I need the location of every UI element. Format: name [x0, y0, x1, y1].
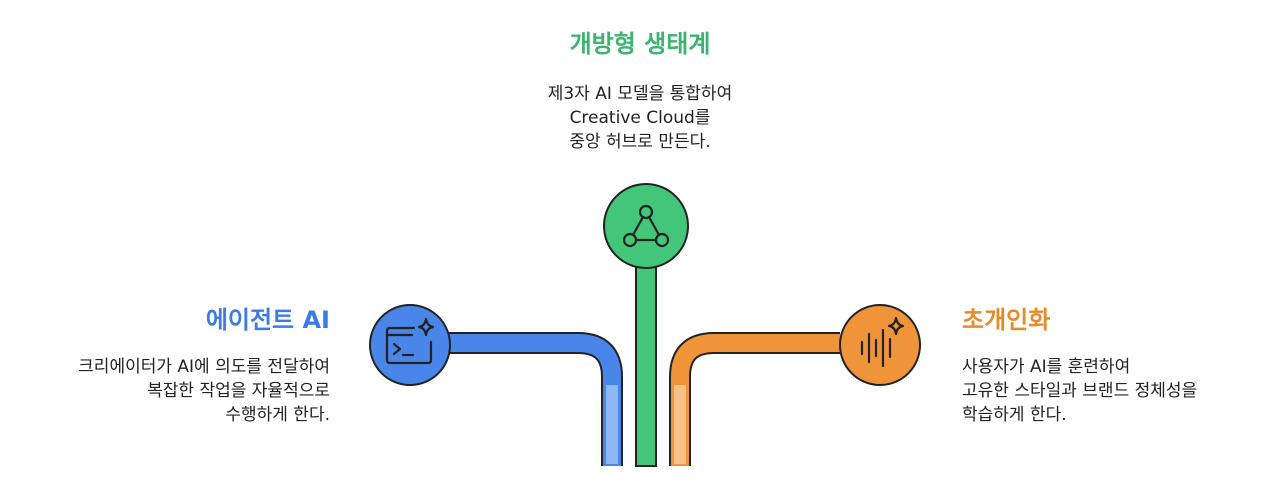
left-description: 크리에이터가 AI에 의도를 전달하여 복잡한 작업을 자율적으로 수행하게 한… [0, 355, 330, 427]
right-description-line: 학습하게 한다. [962, 405, 1067, 425]
center-node-circle [603, 183, 689, 269]
center-description: 제3자 AI 모델을 통합하여 Creative Cloud를 중앙 허브로 만… [440, 82, 840, 154]
terminal-sparkle-icon [385, 317, 435, 365]
center-connector [635, 261, 657, 467]
soundwave-sparkle-icon [860, 316, 905, 368]
left-description-line: 수행하게 한다. [225, 405, 330, 425]
center-branch [603, 183, 689, 467]
right-description-line: 사용자가 AI를 훈련하여 [962, 357, 1131, 377]
right-node-circle [839, 304, 921, 386]
right-description-line: 고유한 스타일과 브랜드 정체성을 [962, 381, 1198, 401]
right-title: 초개인화 [962, 306, 1051, 334]
right-connector [669, 332, 840, 466]
left-description-line: 크리에이터가 AI에 의도를 전달하여 [78, 357, 330, 377]
center-description-line: 중앙 허브로 만든다. [569, 132, 711, 152]
center-description-line: Creative Cloud를 [569, 108, 711, 128]
left-connector [448, 332, 623, 466]
left-description-line: 복잡한 작업을 자율적으로 [147, 381, 330, 401]
center-title: 개방형 생태계 [569, 30, 711, 58]
right-branch [669, 304, 921, 466]
network-triangle-icon [622, 204, 670, 248]
left-title: 에이전트 AI [205, 306, 330, 334]
left-branch [369, 304, 623, 466]
right-description: 사용자가 AI를 훈련하여 고유한 스타일과 브랜드 정체성을 학습하게 한다. [962, 355, 1280, 427]
center-description-line: 제3자 AI 모델을 통합하여 [547, 84, 733, 104]
left-node-circle [369, 304, 451, 386]
